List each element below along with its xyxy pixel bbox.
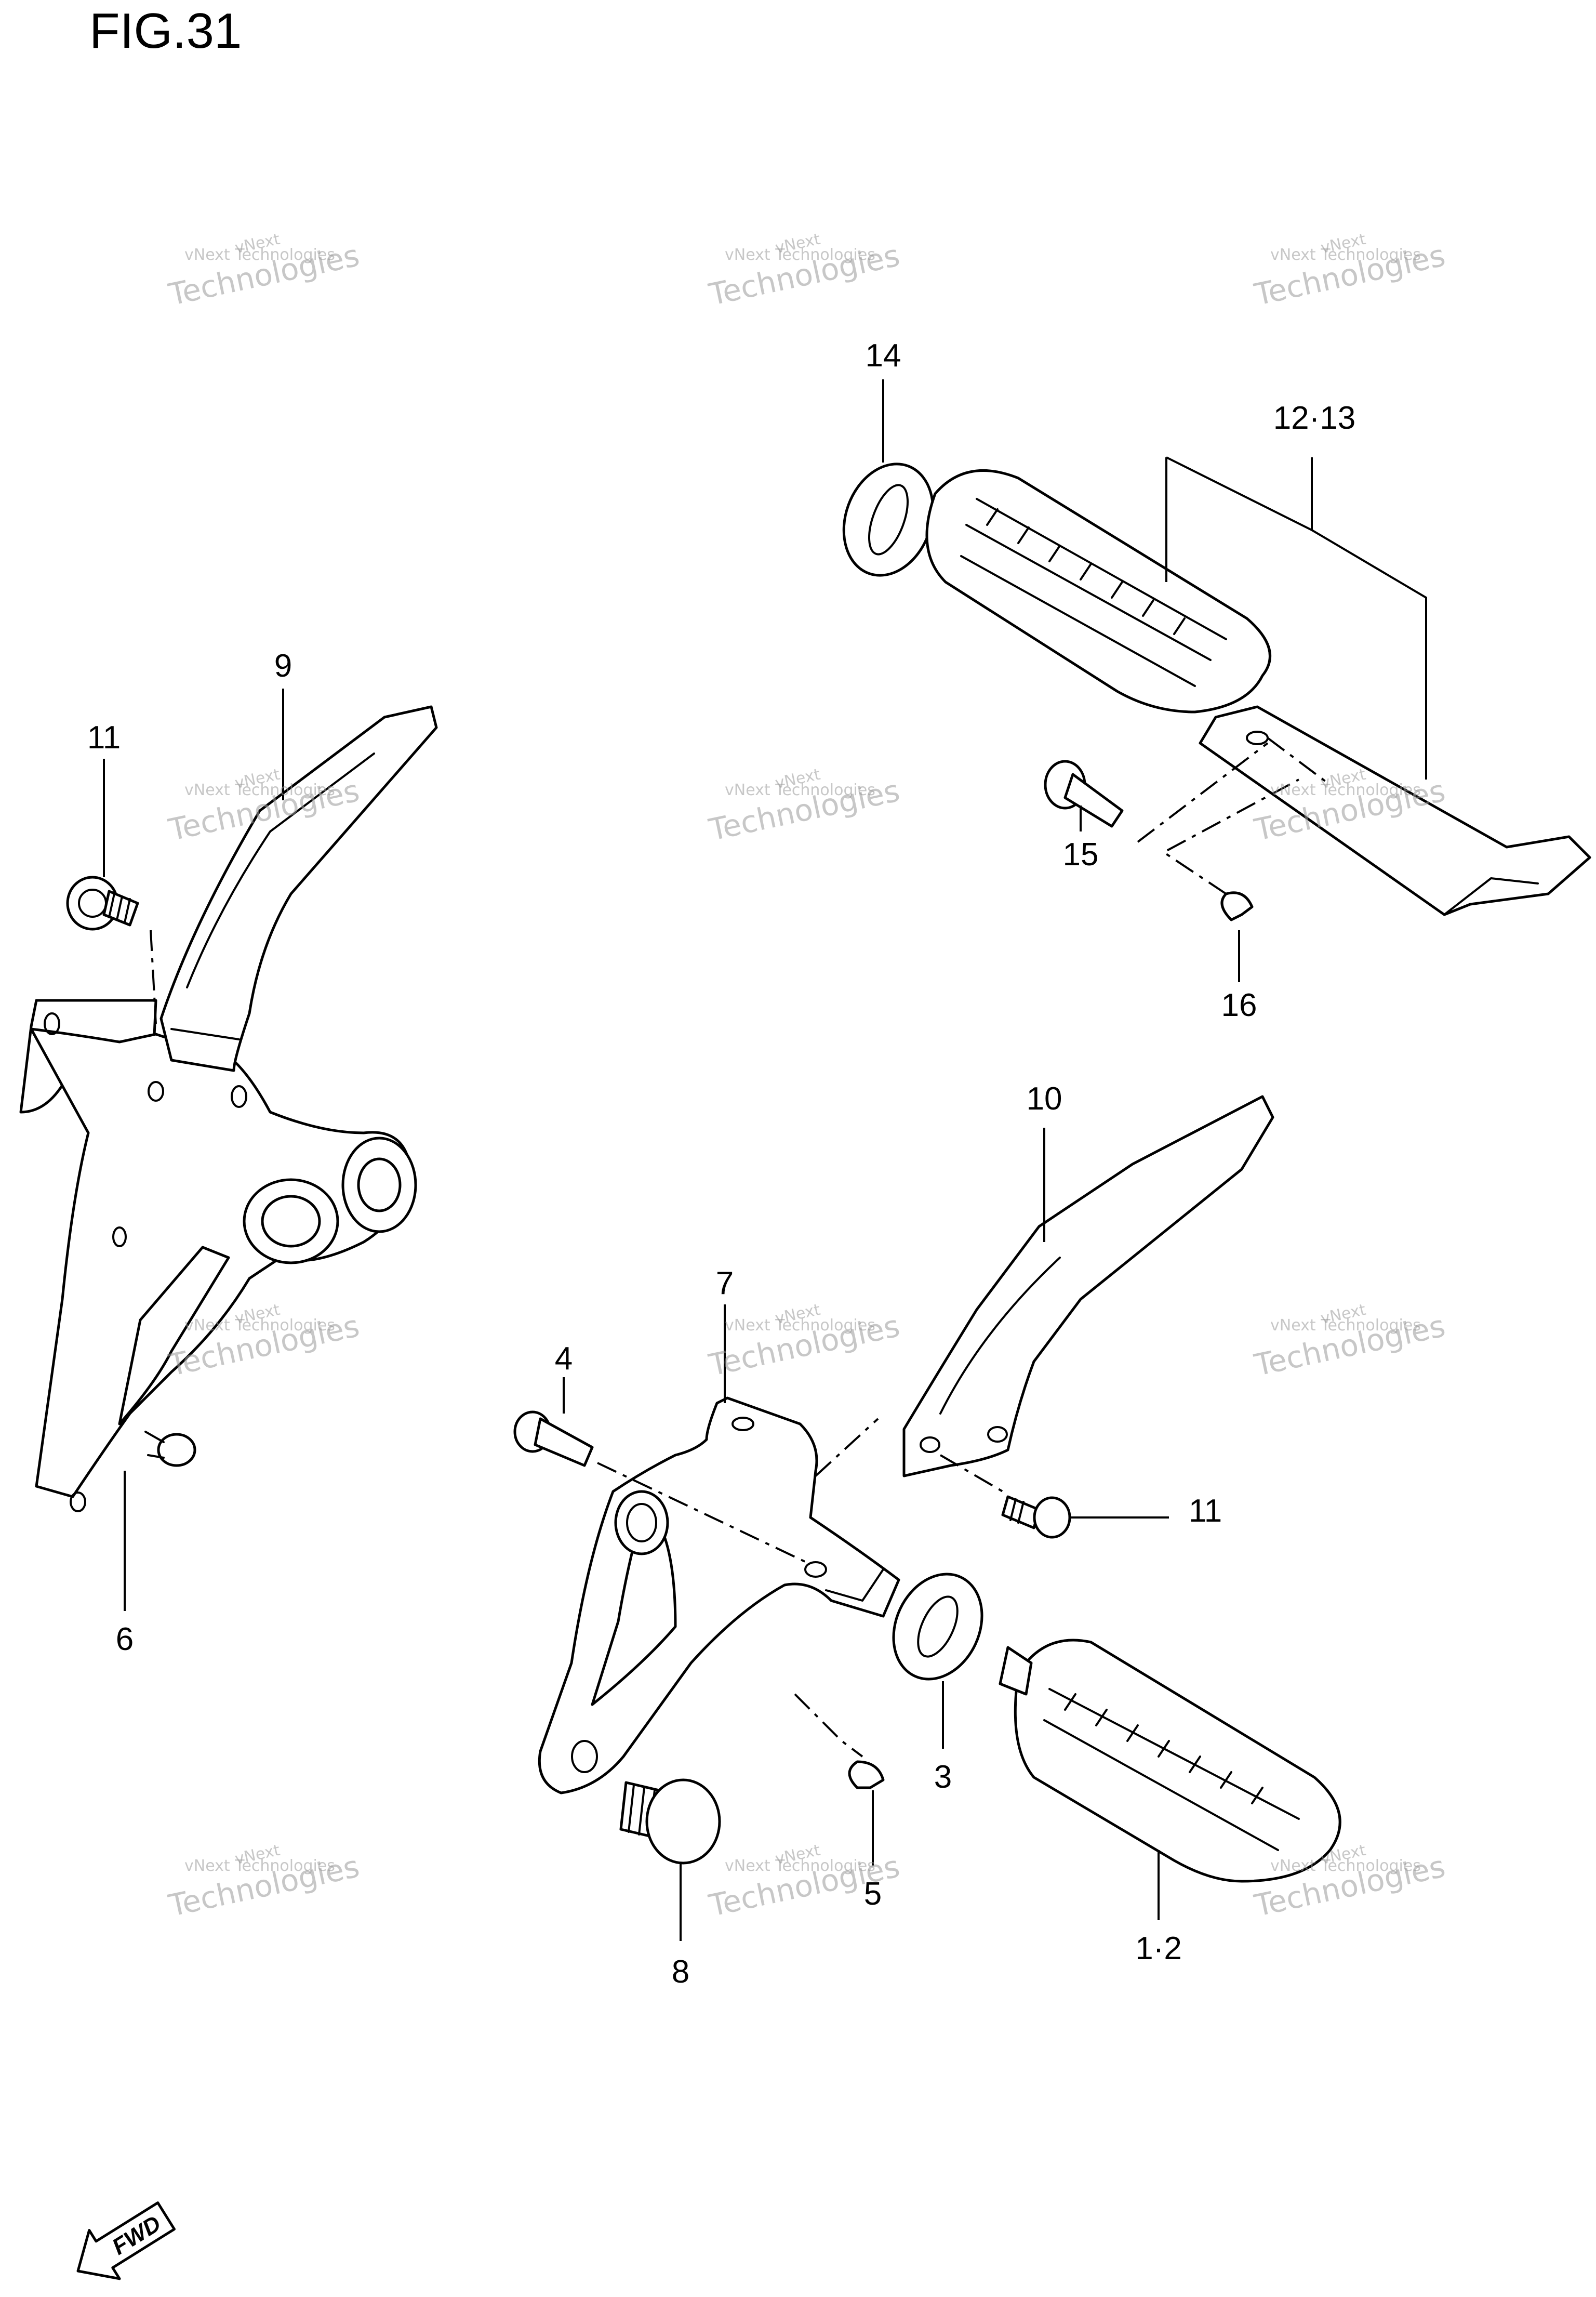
- callout-16: 16: [1221, 987, 1257, 1023]
- watermarks: vNext vNext Technologies Technologies vN…: [165, 230, 1448, 1924]
- center-clip: [794, 1693, 885, 1789]
- svg-text:vNext Technologies: vNext Technologies: [184, 1316, 335, 1335]
- svg-text:vNext Technologies: vNext Technologies: [725, 781, 875, 799]
- callout-8: 8: [672, 1954, 689, 1990]
- svg-text:vNext Technologies: vNext Technologies: [725, 246, 875, 264]
- left-bolt: [66, 876, 157, 1024]
- upper-footpeg-bar: [1199, 705, 1591, 916]
- left-footrest-bracket: [19, 999, 417, 1512]
- center-footpeg-rubber: [999, 1639, 1341, 1883]
- upper-clip: [1162, 778, 1299, 921]
- callout-5: 5: [864, 1876, 882, 1912]
- callout-11-right: 11: [1189, 1493, 1222, 1529]
- callout-6: 6: [116, 1621, 134, 1657]
- svg-text:vNext Technologies: vNext Technologies: [1270, 1316, 1421, 1335]
- svg-text:vNext Technologies: vNext Technologies: [1270, 246, 1421, 264]
- center-pin: [513, 1410, 811, 1565]
- svg-text:vNext Technologies: vNext Technologies: [184, 781, 335, 799]
- svg-text:vNext Technologies: vNext Technologies: [725, 1316, 875, 1335]
- svg-text:vNext Technologies: vNext Technologies: [184, 246, 335, 264]
- callout-10: 10: [1027, 1081, 1062, 1117]
- callout-7: 7: [716, 1265, 734, 1301]
- upper-pivot-pin: [1044, 742, 1269, 843]
- callout-3: 3: [934, 1759, 952, 1795]
- fwd-arrow-icon: FWD: [76, 2201, 176, 2280]
- callout-1-2: 1·2: [1135, 1931, 1182, 1966]
- svg-text:vNext Technologies: vNext Technologies: [1270, 781, 1421, 799]
- center-bolt: [939, 1454, 1071, 1539]
- figure-title: FIG.31: [89, 3, 242, 59]
- callout-leaders: [103, 379, 1427, 1941]
- center-heel-guard: [902, 1095, 1274, 1477]
- callout-14: 14: [866, 338, 901, 374]
- callout-numbers: 14 12·13 15 16 9 11 6 10 7 4 11 3 5 8 1·…: [87, 338, 1355, 1990]
- svg-text:vNext Technologies: vNext Technologies: [184, 1857, 335, 1875]
- upper-footpeg-rubber: [925, 469, 1271, 714]
- callout-4: 4: [555, 1341, 573, 1377]
- center-footrest-bracket: [538, 1396, 900, 1794]
- svg-text:vNext Technologies: vNext Technologies: [725, 1857, 875, 1875]
- callout-12-13: 12·13: [1273, 400, 1356, 436]
- svg-text:vNext Technologies: vNext Technologies: [1270, 1857, 1421, 1875]
- callout-11-left: 11: [87, 720, 121, 756]
- center-washer: [892, 1573, 983, 1681]
- callout-15: 15: [1063, 837, 1099, 873]
- callout-9: 9: [274, 648, 292, 684]
- center-flange-bolt: [619, 1778, 721, 1865]
- left-heel-guard: [159, 705, 438, 1072]
